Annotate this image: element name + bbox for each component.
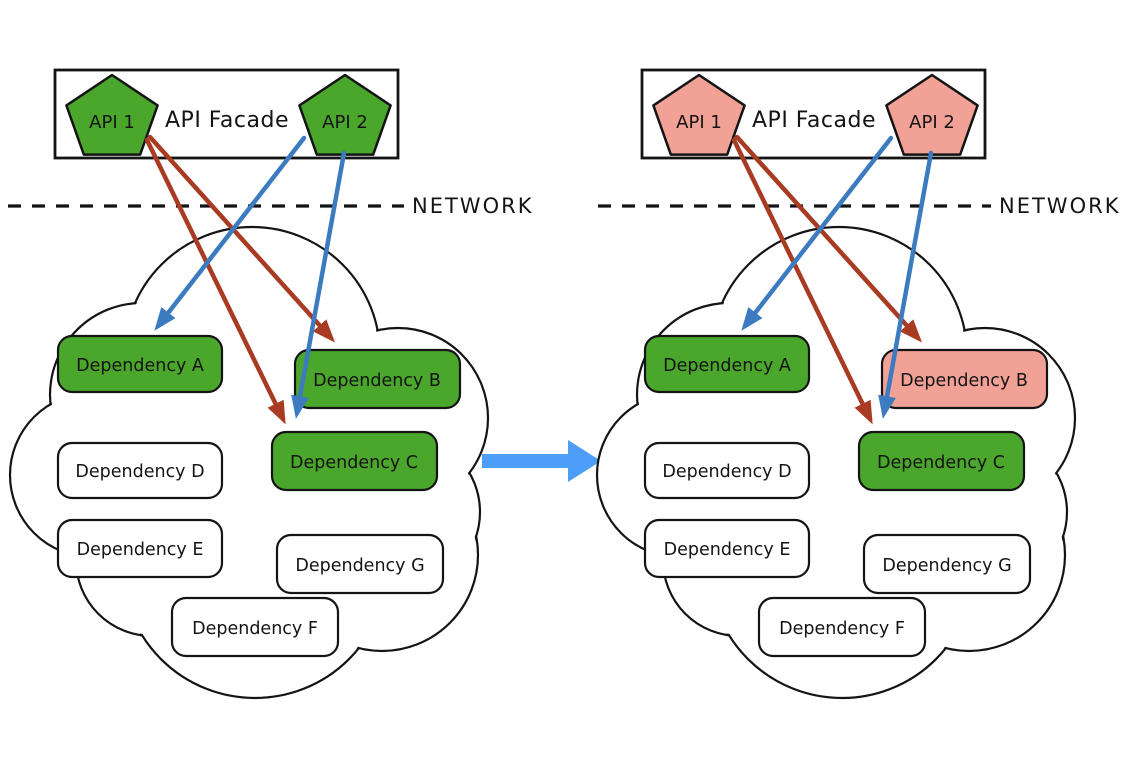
- dependency-a-label: Dependency A: [76, 356, 204, 376]
- dependency-a-label: Dependency A: [663, 356, 791, 376]
- dependency-g-box: [275, 533, 445, 595]
- dependency-f-label: Dependency F: [779, 619, 905, 639]
- dependency-g-label: Dependency G: [882, 556, 1011, 576]
- transition-arrow-icon: [482, 440, 601, 482]
- dependency-c: Dependency C: [857, 430, 1026, 492]
- dependency-f-label: Dependency F: [192, 619, 318, 639]
- dependency-b: Dependency B: [293, 348, 462, 410]
- dependency-c-box: [857, 430, 1026, 492]
- api1-pentagon: [652, 73, 746, 156]
- api2-label: API 2: [909, 112, 955, 133]
- dependency-g-label: Dependency G: [295, 556, 424, 576]
- arrow-api1-to-dependency-c: [144, 137, 286, 425]
- api1-label: API 1: [89, 112, 135, 133]
- dependency-b-box: [293, 348, 462, 410]
- arrow-api1-to-dependency-c: [731, 137, 873, 425]
- dependency-d-box: [56, 441, 224, 500]
- dependency-f: Dependency F: [757, 596, 927, 658]
- dependency-a: Dependency A: [56, 334, 224, 394]
- diagram-before: API Facade API 1 API 2 NETWORK Dependenc…: [8, 68, 533, 700]
- diagram-after: API Facade API 1 API 2 NETWORK Dependenc…: [595, 68, 1120, 700]
- dependency-e: Dependency E: [56, 518, 224, 579]
- dependency-d: Dependency D: [643, 441, 811, 500]
- dependency-g: Dependency G: [862, 533, 1032, 595]
- dependency-g-box: [862, 533, 1032, 595]
- dependency-d-label: Dependency D: [662, 462, 791, 482]
- dependency-c: Dependency C: [270, 430, 439, 492]
- dependency-b-box: [880, 348, 1049, 410]
- dependency-b-label: Dependency B: [900, 371, 1028, 391]
- api2-label: API 2: [322, 112, 368, 133]
- arrow-api2-to-dependency-c: [878, 150, 934, 419]
- dependency-f-box: [170, 596, 340, 658]
- network-label: NETWORK: [412, 194, 533, 218]
- arrow-api1-to-dependency-b: [734, 134, 923, 343]
- dependency-d-box: [643, 441, 811, 500]
- api1-label: API 1: [676, 112, 722, 133]
- dependency-e-box: [643, 518, 811, 579]
- arrow-api2-to-dependency-a: [741, 135, 894, 331]
- dependency-a-box: [56, 334, 224, 394]
- api1-pentagon: [65, 73, 159, 156]
- dependency-e-box: [56, 518, 224, 579]
- dependency-f: Dependency F: [170, 596, 340, 658]
- arrow-api2-to-dependency-c: [291, 150, 347, 419]
- network-label: NETWORK: [999, 194, 1120, 218]
- dependency-c-label: Dependency C: [877, 453, 1005, 473]
- dependency-e: Dependency E: [643, 518, 811, 579]
- dependency-b-label: Dependency B: [313, 371, 441, 391]
- dependency-g: Dependency G: [275, 533, 445, 595]
- dependency-d: Dependency D: [56, 441, 224, 500]
- dependency-a: Dependency A: [643, 334, 811, 394]
- dependency-e-label: Dependency E: [77, 540, 204, 560]
- arrow-api2-to-dependency-a: [154, 135, 307, 331]
- arrow-api1-to-dependency-b: [147, 134, 336, 343]
- dependency-a-box: [643, 334, 811, 394]
- dependency-b: Dependency B: [880, 348, 1049, 410]
- dependency-d-label: Dependency D: [75, 462, 204, 482]
- facade-label: API Facade: [165, 108, 289, 133]
- dependency-f-box: [757, 596, 927, 658]
- dependency-e-label: Dependency E: [664, 540, 791, 560]
- facade-label: API Facade: [752, 108, 876, 133]
- dependency-c-label: Dependency C: [290, 453, 418, 473]
- dependency-c-box: [270, 430, 439, 492]
